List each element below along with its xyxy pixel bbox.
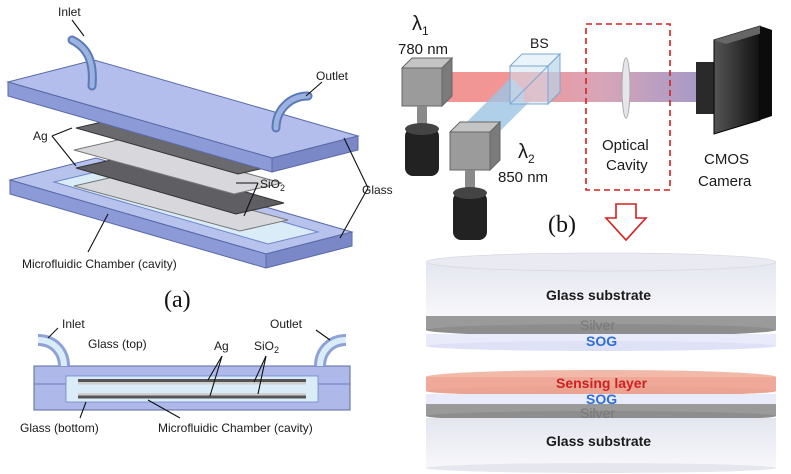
xs-inlet-label: Inlet xyxy=(62,317,85,331)
xs-sio2-label: SiO2 xyxy=(254,339,279,355)
top-glass-substrate xyxy=(425,252,777,316)
cmos-camera xyxy=(696,25,772,135)
xs-ag-top xyxy=(78,379,306,382)
xs-glass-top-label: Glass (top) xyxy=(88,337,147,351)
sensing-label: Sensing layer xyxy=(556,375,648,391)
ag-label: Ag xyxy=(33,129,48,143)
exploded-view: Inlet Outlet Ag SiO2 Glass Microfluidic … xyxy=(6,5,393,271)
lambda1-label: λ1 xyxy=(412,13,429,38)
cmos-label-1: CMOS xyxy=(704,151,749,168)
bs-label: BS xyxy=(530,35,549,51)
wl2-label: 850 nm xyxy=(498,169,548,186)
glass-label: Glass xyxy=(362,183,393,197)
bottom-sog-label: SOG xyxy=(586,391,617,407)
bottom-sog-layer xyxy=(426,394,776,404)
wl1-label: 780 nm xyxy=(398,41,448,58)
optical-cavity-label-1: Optical xyxy=(602,137,649,154)
chamber-label: Microfluidic Chamber (cavity) xyxy=(22,257,177,271)
xs-ag-label: Ag xyxy=(214,339,229,353)
optical-cavity-box xyxy=(585,23,671,191)
leader-lines-a xyxy=(51,19,369,253)
optical-setup: λ1 780 nm BS λ2 850 nm Optical Cavity CM… xyxy=(398,13,772,242)
xs-glass-bottom-label: Glass (bottom) xyxy=(20,421,99,435)
bottom-glass-substrate xyxy=(426,418,776,473)
bottom-glass-label: Glass substrate xyxy=(546,433,651,449)
bottom-silver-label: Silver xyxy=(580,405,615,421)
beam-splitter xyxy=(508,52,562,106)
down-arrow xyxy=(604,203,648,242)
optical-cavity-element xyxy=(621,57,631,119)
inlet-label: Inlet xyxy=(58,5,81,19)
outlet-label: Outlet xyxy=(316,69,349,83)
top-glass-label: Glass substrate xyxy=(546,287,651,303)
xs-ag-bottom xyxy=(78,395,306,399)
layer-stack: Glass substrate Silver SOG Sensing layer… xyxy=(425,252,777,473)
cmos-label-2: Camera xyxy=(698,173,752,190)
cross-section: Inlet Outlet Glass (top) Ag SiO2 Glass (… xyxy=(20,317,351,435)
lower-sio2-layer xyxy=(73,174,289,232)
lower-ag-layer xyxy=(75,156,285,215)
top-sog-label: SOG xyxy=(586,333,617,349)
xs-sio2-top xyxy=(78,382,306,385)
laser-1 xyxy=(400,56,454,176)
sio2-label: SiO2 xyxy=(260,177,285,193)
optical-cavity-label-2: Cavity xyxy=(606,157,648,174)
lambda2-label: λ2 xyxy=(518,141,535,166)
xs-chamber-label: Microfluidic Chamber (cavity) xyxy=(158,421,313,435)
top-silver-label: Silver xyxy=(580,317,615,333)
panel-b-tag: (b) xyxy=(548,212,576,238)
xs-sio2-bottom xyxy=(78,393,306,396)
laser-2 xyxy=(448,120,502,240)
panel-a-tag: (a) xyxy=(164,287,191,313)
xs-outlet-label: Outlet xyxy=(270,317,303,331)
upper-sio2-layer xyxy=(73,138,283,195)
